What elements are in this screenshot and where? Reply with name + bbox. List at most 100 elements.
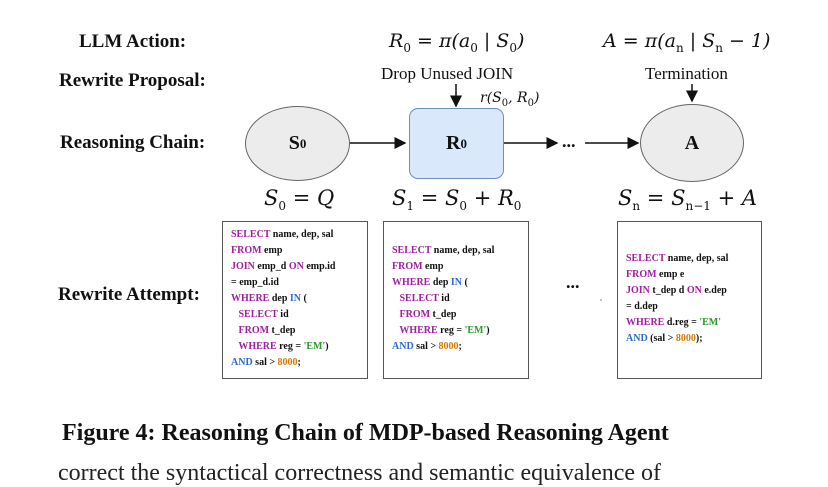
sql-line: WHERE d.reg = 'EM' bbox=[626, 315, 753, 331]
state-sn-b-sub: n−1 bbox=[685, 199, 711, 214]
sql-token: WHERE bbox=[399, 325, 438, 336]
sql-line: FROM emp bbox=[392, 259, 520, 275]
sql-line: AND sal > 8000; bbox=[392, 339, 520, 355]
label-llm-action: LLM Action: bbox=[79, 31, 187, 52]
action-r0-close: ) bbox=[516, 30, 525, 52]
node-s0-label: S bbox=[288, 132, 300, 154]
sql-token: AND bbox=[392, 341, 414, 352]
sql-token: ) bbox=[486, 325, 490, 336]
state-s0-b: = Q bbox=[286, 186, 335, 210]
sql-token: sal > bbox=[252, 357, 278, 368]
action-r0-rhs: = π(a bbox=[410, 30, 471, 52]
sql-token: WHERE bbox=[238, 341, 277, 352]
sql-token: t_dep d bbox=[649, 285, 687, 296]
sql-token: WHERE bbox=[231, 293, 270, 304]
sql-token: ) bbox=[325, 341, 329, 352]
sql-line: SELECT name, dep, sal bbox=[626, 251, 753, 267]
sql-token: 'EM' bbox=[699, 317, 721, 328]
sql-token: dep bbox=[269, 293, 290, 304]
label-rewrite-attempt: Rewrite Attempt: bbox=[58, 284, 200, 305]
node-r0-sub: 0 bbox=[460, 135, 467, 151]
state-sn-a-sub: n bbox=[632, 199, 641, 214]
sql-token: reg = bbox=[276, 341, 304, 352]
action-r0-formula: R0 = π(a0 | S0) bbox=[389, 30, 524, 55]
action-r0-tail: | S bbox=[477, 30, 510, 52]
sql-token: t_dep bbox=[269, 325, 296, 336]
sql-token: ); bbox=[695, 333, 703, 344]
node-a: A bbox=[640, 104, 744, 182]
state-s1-eq: S1 = S0 + R0 bbox=[392, 186, 521, 213]
action-a-lhs: A = π(a bbox=[603, 30, 676, 52]
sql-token: name, dep, sal bbox=[431, 245, 495, 256]
sql-token: SELECT bbox=[231, 229, 271, 240]
sql-token: 'EM' bbox=[464, 325, 487, 336]
sql-line: FROM t_dep bbox=[231, 323, 359, 339]
sql-line: WHERE reg = 'EM') bbox=[231, 339, 359, 355]
reward-mid: , R bbox=[508, 90, 528, 106]
sql-token: SELECT bbox=[392, 245, 432, 256]
sql-line: FROM t_dep bbox=[392, 307, 520, 323]
sql-token: AND bbox=[231, 357, 253, 368]
sql-token: name, dep, sal bbox=[665, 253, 729, 264]
sql-token: 'EM' bbox=[303, 341, 326, 352]
sql-line: AND (sal > 8000); bbox=[626, 331, 753, 347]
sql-line: SELECT name, dep, sal bbox=[231, 227, 359, 243]
sql-token: 8000 bbox=[277, 357, 298, 368]
sql-token: WHERE bbox=[392, 277, 431, 288]
sql-line: WHERE dep IN ( bbox=[231, 291, 359, 307]
sql-token: e.dep bbox=[701, 285, 727, 296]
state-s0-a-sub: 0 bbox=[278, 199, 287, 214]
sql-token: name, dep, sal bbox=[270, 229, 334, 240]
action-r0-symbol: R bbox=[389, 30, 404, 52]
sql-line: SELECT id bbox=[231, 307, 359, 323]
action-r0-sub: 0 bbox=[403, 40, 411, 55]
action-a-tail: | S bbox=[683, 30, 716, 52]
sql-line: FROM emp bbox=[231, 243, 359, 259]
label-rewrite-proposal: Rewrite Proposal: bbox=[59, 70, 206, 91]
sql-token: ON bbox=[686, 285, 702, 296]
action-r0-a-sub: 0 bbox=[470, 40, 478, 55]
figure-caption: Figure 4: Reasoning Chain of MDP-based R… bbox=[62, 420, 669, 446]
sql-line: = emp_d.id bbox=[231, 275, 359, 291]
state-s0-a: S bbox=[264, 186, 279, 210]
sql-token: ON bbox=[288, 261, 304, 272]
sql-token: 8000 bbox=[675, 333, 696, 344]
node-r0-label: R bbox=[446, 132, 461, 154]
sql-token: ; bbox=[297, 357, 301, 368]
reward-sub2: 0 bbox=[527, 97, 534, 109]
state-sn-b: = S bbox=[640, 186, 686, 210]
proposal-drop-unused-join: Drop Unused JOIN bbox=[381, 64, 514, 83]
state-s1-a: S bbox=[392, 186, 407, 210]
sql-token: reg = bbox=[437, 325, 465, 336]
state-sn-c: + A bbox=[710, 186, 758, 210]
sql-token: ( bbox=[301, 293, 307, 304]
cut-body-text: correct the syntactical correctness and … bbox=[58, 460, 662, 486]
sql-token: FROM bbox=[399, 309, 431, 320]
state-sn-eq: Sn = Sn−1 + A bbox=[618, 186, 757, 213]
sql-token: IN bbox=[450, 277, 463, 288]
sql-line: = d.dep bbox=[626, 299, 753, 315]
sql-ellipsis: ... bbox=[566, 272, 580, 292]
stray-dot bbox=[600, 299, 602, 301]
sql-token: emp.id bbox=[303, 261, 336, 272]
sql-line: JOIN t_dep d ON e.dep bbox=[626, 283, 753, 299]
state-s1-c-sub: 0 bbox=[513, 199, 522, 214]
state-s1-c: + R bbox=[467, 186, 514, 210]
sql-line: WHERE reg = 'EM') bbox=[392, 323, 520, 339]
sql-token: SELECT bbox=[399, 293, 439, 304]
sql-token: ; bbox=[458, 341, 462, 352]
sql-token: SELECT bbox=[626, 253, 666, 264]
state-s1-a-sub: 1 bbox=[406, 199, 415, 214]
sql-token: AND bbox=[626, 333, 648, 344]
reward-prefix: r(S bbox=[480, 90, 502, 106]
action-a-s-sub: n bbox=[715, 40, 723, 55]
sql-line: SELECT name, dep, sal bbox=[392, 243, 520, 259]
sql-token: emp e bbox=[656, 269, 685, 280]
sql-token: t_dep bbox=[430, 309, 457, 320]
sql-token: emp bbox=[261, 245, 283, 256]
sql-token: id bbox=[277, 309, 289, 320]
